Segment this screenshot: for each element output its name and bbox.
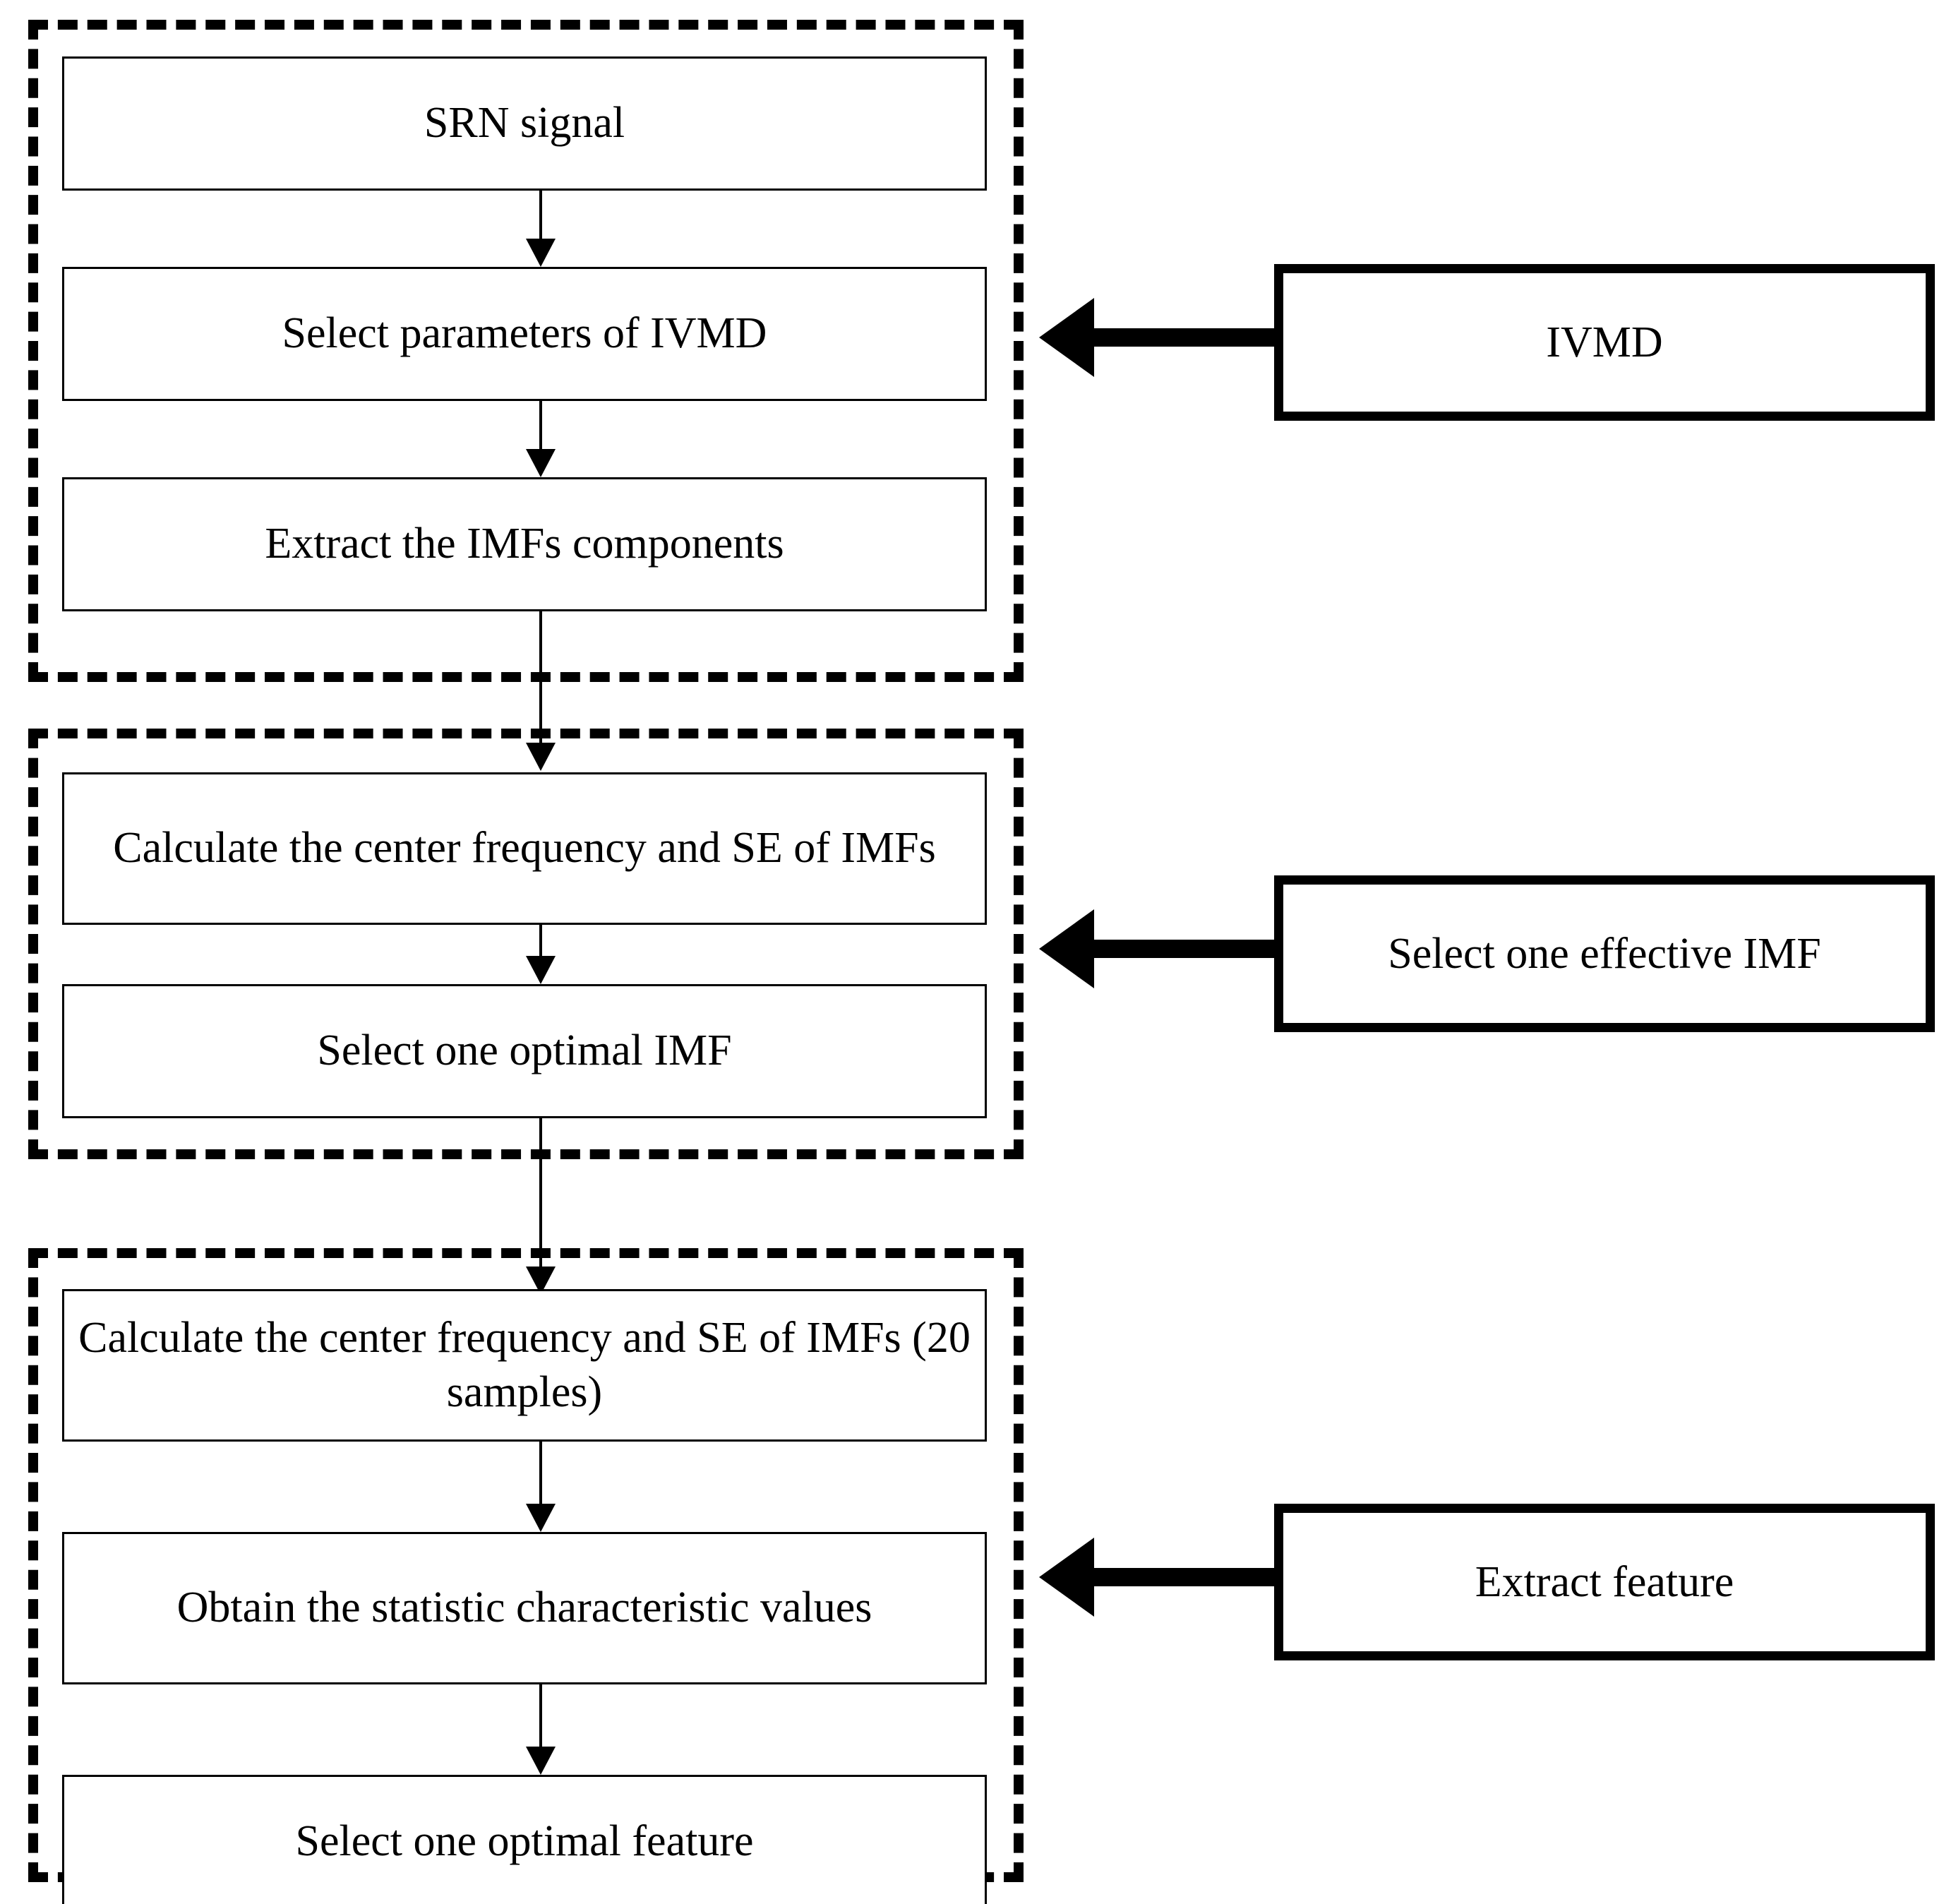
connector-arrowhead-parameters-to-imfs: [526, 449, 556, 477]
connector-line-calc-samples-to-statistic: [539, 1442, 542, 1512]
connector-line-srn-to-parameters: [539, 191, 542, 247]
process-box-label: Obtain the statistic characteristic valu…: [176, 1583, 872, 1632]
process-box-calc-cf-se-samples[interactable]: Calculate the center frequency and SE of…: [62, 1289, 987, 1442]
connector-line-calc-to-optimal-imf: [539, 925, 542, 964]
connector-arrowhead-calc-samples-to-statistic: [526, 1504, 556, 1532]
note-arrowhead-select-effective-imf: [1039, 909, 1094, 988]
process-box-label: Extract the IMFs components: [265, 520, 784, 568]
note-box-ivmd[interactable]: IVMD: [1274, 264, 1935, 421]
connector-line-parameters-to-imfs: [539, 401, 542, 457]
process-box-label: Calculate the center frequency and SE of…: [113, 824, 936, 873]
note-arrow-shaft-ivmd: [1093, 328, 1278, 347]
process-box-select-optimal-imf[interactable]: Select one optimal IMF: [62, 984, 987, 1118]
process-box-label: Select one optimal IMF: [317, 1026, 732, 1075]
process-box-srn-signal[interactable]: SRN signal: [62, 56, 987, 191]
note-arrow-shaft-select-effective-imf: [1093, 940, 1278, 958]
note-arrowhead-ivmd: [1039, 298, 1094, 377]
process-box-statistic-values[interactable]: Obtain the statistic characteristic valu…: [62, 1532, 987, 1684]
process-box-calc-cf-se[interactable]: Calculate the center frequency and SE of…: [62, 772, 987, 925]
note-arrowhead-extract-feature: [1039, 1538, 1094, 1617]
process-box-label: Select parameters of IVMD: [282, 309, 767, 358]
process-box-extract-imfs[interactable]: Extract the IMFs components: [62, 477, 987, 611]
dashed-group-ivmd-decomposition: [28, 20, 1024, 682]
connector-line-imfs-to-calc: [539, 611, 542, 751]
connector-arrowhead-calc-to-optimal-imf: [526, 956, 556, 984]
process-box-label: Calculate the center frequency and SE of…: [78, 1313, 971, 1417]
note-arrow-shaft-extract-feature: [1093, 1568, 1278, 1586]
connector-arrowhead-imfs-to-calc: [526, 743, 556, 771]
note-box-select-effective-imf[interactable]: Select one effective IMF: [1274, 875, 1935, 1032]
note-box-label: IVMD: [1546, 318, 1663, 366]
process-box-label: SRN signal: [424, 99, 625, 148]
note-box-label: Extract feature: [1475, 1557, 1734, 1606]
connector-line-statistic-to-optimal-feature: [539, 1684, 542, 1755]
connector-line-optimal-imf-to-calc-samples: [539, 1118, 542, 1275]
connector-arrowhead-statistic-to-optimal-feature: [526, 1747, 556, 1775]
connector-arrowhead-srn-to-parameters: [526, 239, 556, 267]
process-box-select-parameters[interactable]: Select parameters of IVMD: [62, 267, 987, 401]
note-box-label: Select one effective IMF: [1388, 929, 1821, 978]
process-box-select-optimal-feature[interactable]: Select one optimal feature: [62, 1775, 987, 1904]
note-box-extract-feature[interactable]: Extract feature: [1274, 1504, 1935, 1660]
process-box-label: Select one optimal feature: [295, 1817, 754, 1866]
dashed-group-imf-selection: [28, 729, 1024, 1159]
